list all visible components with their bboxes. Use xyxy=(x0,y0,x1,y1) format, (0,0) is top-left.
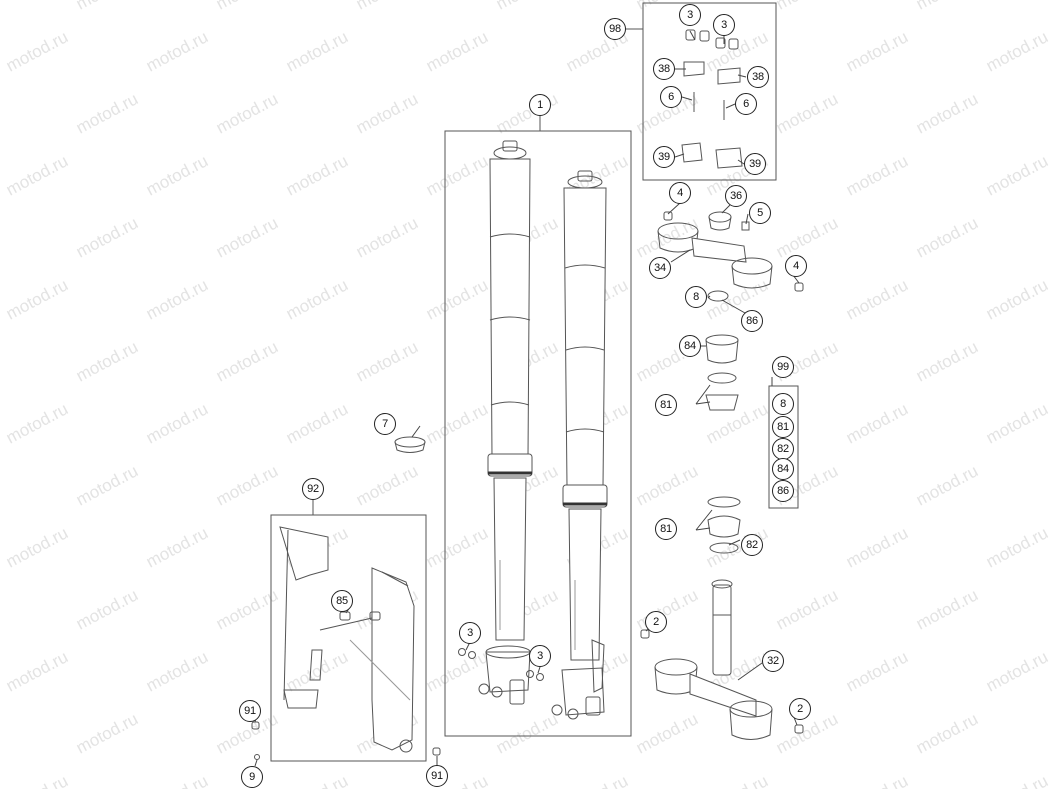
fork-assembly-frame xyxy=(444,130,632,737)
callout-6: 6 xyxy=(660,86,682,108)
lower-triple-clamp xyxy=(640,579,804,740)
callout-98: 98 xyxy=(604,18,626,40)
kit-99-frame xyxy=(768,385,799,509)
callout-4: 4 xyxy=(785,255,807,277)
callout-6: 6 xyxy=(735,93,757,115)
kit-99-item: 81 xyxy=(772,416,794,438)
steering-bearing-stack xyxy=(705,334,741,554)
callout-8: 8 xyxy=(685,286,707,308)
kit-99-item: 82 xyxy=(772,438,794,460)
callout-81: 81 xyxy=(655,518,677,540)
callout-81: 81 xyxy=(655,394,677,416)
callout-39: 39 xyxy=(653,146,675,168)
right-fork-leg xyxy=(551,170,608,720)
callout-34: 34 xyxy=(649,257,671,279)
callout-32: 32 xyxy=(762,650,784,672)
callout-36: 36 xyxy=(725,185,747,207)
kit-99-item: 84 xyxy=(772,458,794,480)
callout-9: 9 xyxy=(241,766,263,788)
callout-5: 5 xyxy=(749,202,771,224)
callout-92: 92 xyxy=(302,478,324,500)
cap-part-7 xyxy=(394,436,426,453)
left-fork-leg xyxy=(478,140,533,705)
callout-4: 4 xyxy=(669,182,691,204)
clamp-kit-frame xyxy=(642,2,777,181)
callout-1: 1 xyxy=(529,94,551,116)
callout-38: 38 xyxy=(747,66,769,88)
callout-7: 7 xyxy=(374,413,396,435)
callout-82: 82 xyxy=(741,534,763,556)
callout-38: 38 xyxy=(653,58,675,80)
callout-3: 3 xyxy=(713,14,735,36)
clamp-kit-parts xyxy=(681,29,743,169)
kit-99-item: 86 xyxy=(772,480,794,502)
upper-triple-clamp xyxy=(657,211,804,302)
callout-91: 91 xyxy=(426,765,448,787)
fork-guards xyxy=(251,526,441,760)
kit-99-item: 8 xyxy=(772,393,794,415)
callout-2: 2 xyxy=(645,611,667,633)
callout-91: 91 xyxy=(239,700,261,722)
kit-99-label: 99 xyxy=(772,356,794,378)
callout-84: 84 xyxy=(679,335,701,357)
callout-3: 3 xyxy=(459,622,481,644)
callout-85: 85 xyxy=(331,590,353,612)
callout-3: 3 xyxy=(679,4,701,26)
fork-guard-frame xyxy=(270,514,427,762)
axle-nuts xyxy=(458,648,544,681)
callout-86: 86 xyxy=(741,310,763,332)
callout-39: 39 xyxy=(744,153,766,175)
callout-3: 3 xyxy=(529,645,551,667)
callout-2: 2 xyxy=(789,698,811,720)
